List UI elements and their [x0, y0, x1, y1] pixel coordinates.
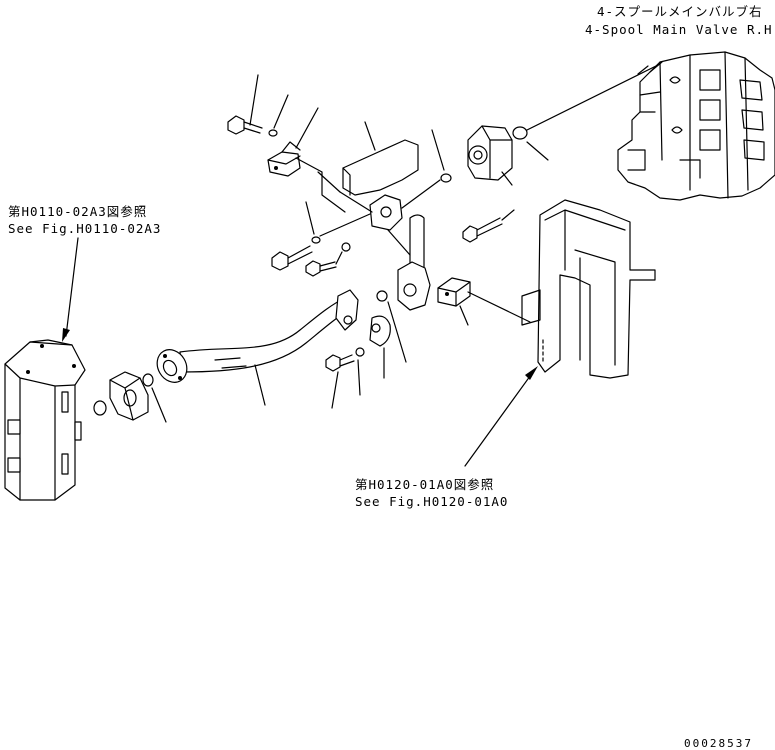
o-ring [142, 373, 154, 387]
leader-line [305, 201, 315, 235]
frame-reference-label-en: See Fig.H0120-01A0 [355, 494, 509, 509]
leader-line [501, 209, 515, 221]
elbow-pipe [397, 214, 431, 311]
main-valve-body [617, 51, 775, 201]
leader-line [364, 121, 376, 151]
leader-line [295, 107, 319, 149]
callout-arrow-frame [464, 339, 544, 467]
axis-line [319, 213, 371, 237]
clamp-half [267, 141, 301, 177]
filter-reference-label-en: See Fig.H0110-02A3 [8, 221, 162, 236]
axis-line [295, 157, 346, 213]
bolt [271, 245, 313, 271]
o-ring [440, 173, 452, 183]
washer [355, 347, 365, 357]
leader-line [357, 359, 361, 396]
leader-line [431, 129, 445, 171]
washer [311, 236, 321, 244]
axis-line [335, 251, 343, 265]
bracket-plate [342, 139, 419, 196]
leader-line [501, 171, 513, 186]
leader-line [387, 301, 407, 363]
washer [268, 129, 278, 137]
axis-line [387, 229, 411, 256]
suction-hose [179, 289, 359, 373]
clamp-to-frame-line [467, 291, 531, 323]
leader-line [254, 364, 266, 406]
hydraulic-tank-frame [521, 199, 656, 379]
leader-line [151, 387, 167, 423]
leader-line [526, 141, 549, 161]
bolt-axis-line [317, 171, 341, 193]
bolt [305, 260, 337, 277]
leader-line [249, 74, 259, 126]
bolt [325, 354, 355, 372]
adapter-block [109, 371, 149, 421]
flange-block [467, 125, 513, 181]
hose-flange [156, 349, 188, 383]
main-valve-label-jp: 4-スプールメインバルブ右 [597, 4, 763, 19]
split-flange [369, 194, 403, 231]
filter-case [4, 339, 86, 501]
bolt-axis-line [339, 191, 373, 213]
frame-reference-label-jp: 第H0120-01A0図参照 [355, 477, 495, 492]
clamp-half [369, 315, 391, 347]
bolt [227, 115, 263, 135]
filter-reference-label-jp: 第H0110-02A3図参照 [8, 204, 148, 219]
leader-line [459, 305, 469, 326]
main-valve-label-en: 4-Spool Main Valve R.H. [585, 22, 775, 37]
o-ring [512, 126, 528, 140]
leader-line [273, 94, 289, 129]
bolt [462, 217, 503, 243]
oring-to-valve-line [526, 63, 661, 131]
washer [341, 242, 351, 252]
o-ring [93, 400, 107, 416]
callout-arrow-filter [62, 237, 79, 342]
leader-line [331, 371, 339, 409]
drawing-number: 00028537 [684, 737, 753, 750]
o-ring [376, 290, 388, 302]
flange-to-oring-line [401, 179, 441, 209]
clamp-block [437, 277, 471, 307]
